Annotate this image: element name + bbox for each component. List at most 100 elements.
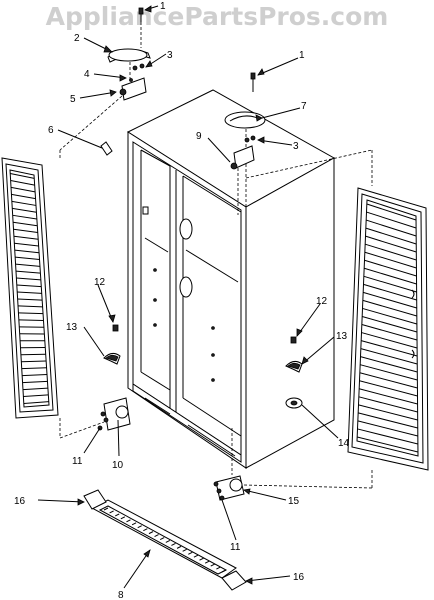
left-door-stop-parts: [103, 324, 121, 365]
gasket-segment: [10, 186, 36, 193]
grille-slot: [120, 516, 126, 520]
gasket-segment: [15, 263, 41, 267]
grille-slot: [159, 537, 165, 540]
gasket-segment: [15, 270, 41, 274]
grille-slot: [154, 534, 159, 538]
gasket-segment: [366, 219, 417, 237]
gasket-segment: [362, 316, 418, 333]
gasket-segment: [363, 291, 417, 309]
gasket-segment: [364, 251, 417, 269]
grille-slot: [126, 519, 131, 523]
gasket-segment: [23, 401, 49, 405]
gasket-segment: [364, 259, 417, 277]
gasket-segment: [22, 387, 48, 391]
gasket-segment: [363, 275, 417, 293]
gasket-segment: [362, 299, 417, 317]
cabinet: [126, 89, 336, 469]
grille-slot: [210, 563, 215, 567]
gasket-segment: [12, 214, 37, 220]
gasket-segment: [13, 221, 38, 227]
grille-slot: [216, 566, 221, 570]
callout-5: 5: [70, 94, 76, 105]
gasket-segment: [11, 200, 37, 206]
callout-8: 8: [118, 590, 124, 600]
gasket-segment: [357, 420, 418, 437]
gasket-segment: [366, 211, 417, 229]
left-door-gasket: [1, 157, 59, 419]
gasket-segment: [15, 256, 40, 261]
gasket-segment: [365, 235, 417, 253]
gasket-segment: [361, 332, 418, 349]
gasket-segment: [366, 203, 417, 221]
grille-slot: [176, 545, 182, 549]
gasket-segment: [21, 367, 47, 370]
toe-grille: [83, 489, 247, 591]
grille-slot: [221, 569, 227, 573]
grille-slot: [137, 525, 142, 529]
callout-16-left: 16: [14, 496, 26, 507]
grille-slot: [171, 542, 176, 546]
gasket-segment: [10, 172, 35, 179]
callout-13-right: 13: [336, 331, 348, 342]
top-left-hinge-assembly: [59, 7, 151, 158]
grille-slot: [148, 531, 154, 535]
callout-3-right: 3: [293, 141, 299, 152]
callout-1-top-right: 1: [299, 50, 305, 61]
gasket-segment: [17, 298, 43, 301]
gasket-segment: [17, 291, 42, 294]
gasket-segment: [18, 312, 44, 315]
gasket-segment: [357, 436, 419, 453]
gasket-segment: [358, 396, 418, 413]
gasket-segment: [13, 235, 39, 240]
gasket-segment: [362, 307, 418, 325]
callout-15: 15: [288, 496, 300, 507]
callout-labels: 1 2 3 4 5 6 1 7 9 3 12 13 11 10 12 13 14…: [14, 1, 350, 600]
callout-12-right: 12: [316, 296, 328, 307]
gasket-segment: [361, 324, 418, 341]
callout-1-top-left: 1: [160, 1, 166, 12]
gasket-segment: [22, 380, 48, 384]
grille-slot: [115, 513, 120, 517]
gasket-segment: [360, 356, 418, 373]
gasket-segment: [361, 340, 418, 357]
grille-slot: [182, 548, 187, 552]
callout-6: 6: [48, 125, 54, 136]
right-door-stop-parts: [285, 336, 303, 409]
callout-3-left: 3: [167, 50, 173, 61]
gasket-segment: [13, 228, 38, 233]
callout-13-left: 13: [66, 322, 78, 333]
grille-slot: [165, 540, 171, 543]
gasket-segment: [363, 283, 417, 301]
gasket-segment: [22, 374, 48, 377]
grille-slot: [193, 554, 199, 558]
gasket-segment: [358, 412, 418, 429]
callout-12-left: 12: [94, 277, 106, 288]
gasket-segment: [365, 243, 417, 261]
gasket-segment: [12, 207, 37, 213]
callout-16-right: 16: [293, 572, 305, 583]
gasket-segment: [358, 404, 418, 421]
callout-11-right: 11: [230, 542, 241, 553]
grille-slot: [143, 528, 148, 532]
grille-slot: [204, 560, 210, 564]
gasket-segment: [14, 242, 39, 247]
callout-4: 4: [84, 69, 90, 80]
gasket-segment: [18, 305, 43, 308]
gasket-segment: [360, 348, 418, 365]
gasket-segment: [23, 394, 49, 398]
gasket-segment: [365, 227, 417, 245]
watermark: AppliancePartsPros.com: [45, 2, 389, 31]
callout-9: 9: [196, 131, 202, 142]
callout-10: 10: [112, 460, 124, 471]
gasket-segment: [18, 319, 44, 321]
gasket-segment: [357, 428, 419, 445]
callout-leaders: [37, 5, 339, 589]
grille-slot: [131, 522, 137, 526]
gasket-segment: [14, 249, 40, 254]
gasket-segment: [10, 179, 35, 186]
grille-slot: [103, 507, 109, 511]
grille-slot: [188, 551, 193, 555]
gasket-segment: [11, 193, 36, 200]
